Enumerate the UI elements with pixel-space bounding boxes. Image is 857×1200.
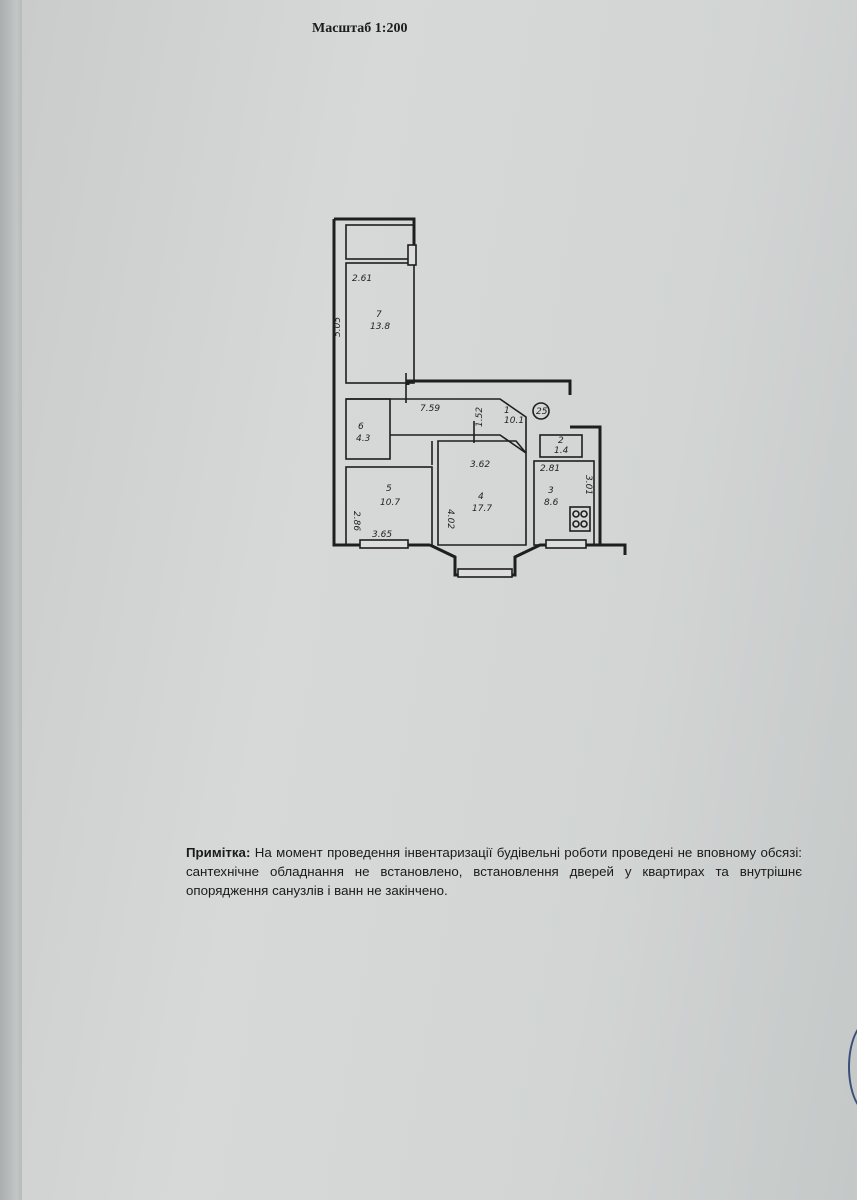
outer-wall [570, 425, 627, 555]
stove-burner [580, 520, 588, 528]
room-7-area: 13.8 [370, 322, 390, 332]
dim-room3-length: 3.01 [583, 475, 593, 495]
room-7-number: 7 [376, 310, 382, 320]
room-5-area: 10.7 [380, 498, 400, 508]
dim-room5-width: 3.65 [372, 530, 392, 540]
stove-burner [572, 520, 580, 528]
scale-label: Масштаб 1:200 [312, 21, 408, 36]
document-page [22, 0, 857, 1200]
window [359, 539, 409, 549]
dim-room3-width: 2.81 [540, 464, 560, 474]
note-text: На момент проведення інвентаризації буді… [186, 845, 802, 898]
stove-burner [580, 510, 588, 518]
dim-room5-length: 2.86 [351, 511, 361, 531]
room-2-area: 1.4 [554, 446, 569, 456]
dim-hall-width: 1.52 [475, 407, 485, 427]
room-1-number: 1 [504, 406, 510, 416]
note-label: Примітка: [186, 845, 251, 860]
outer-wall [429, 543, 600, 577]
stove-outline [569, 506, 591, 532]
room-4-area: 17.7 [472, 504, 492, 514]
dim-room4-length: 4.02 [445, 509, 455, 529]
outer-wall [406, 379, 572, 395]
hall-wall [346, 398, 527, 453]
room-6-area: 4.3 [356, 434, 371, 444]
room-5-number: 5 [386, 484, 392, 494]
room-2-number: 2 [558, 436, 564, 446]
apartment-number: 25 [536, 407, 548, 417]
window [407, 244, 417, 266]
room-4-number: 4 [478, 492, 484, 502]
room-3-number: 3 [548, 486, 554, 496]
room-3-area: 8.6 [544, 498, 559, 508]
window [457, 568, 513, 578]
floor-plan: 2.61 5.05 7.59 1.52 3.62 4.02 3.65 2.86 … [320, 205, 650, 595]
balcony-outline [345, 224, 415, 260]
note-paragraph: Примітка: На момент проведення інвентари… [186, 843, 802, 900]
room-2-outline [539, 434, 583, 458]
dim-room4-width: 3.62 [470, 460, 490, 470]
room-4-outline [437, 440, 527, 546]
room-6-outline [345, 398, 391, 460]
room-7-outline [345, 262, 415, 384]
stove-burner [572, 510, 580, 518]
hall-wall [390, 434, 527, 454]
dim-hall-length: 7.59 [420, 404, 440, 414]
window [545, 539, 587, 549]
room-1-area: 10.1 [504, 416, 524, 426]
dim-room7-length: 5.05 [333, 317, 343, 337]
dim-room7-width: 2.61 [352, 274, 372, 284]
apartment-number-circle [532, 402, 550, 420]
room-6-number: 6 [358, 422, 364, 432]
page-edge [0, 0, 24, 1200]
